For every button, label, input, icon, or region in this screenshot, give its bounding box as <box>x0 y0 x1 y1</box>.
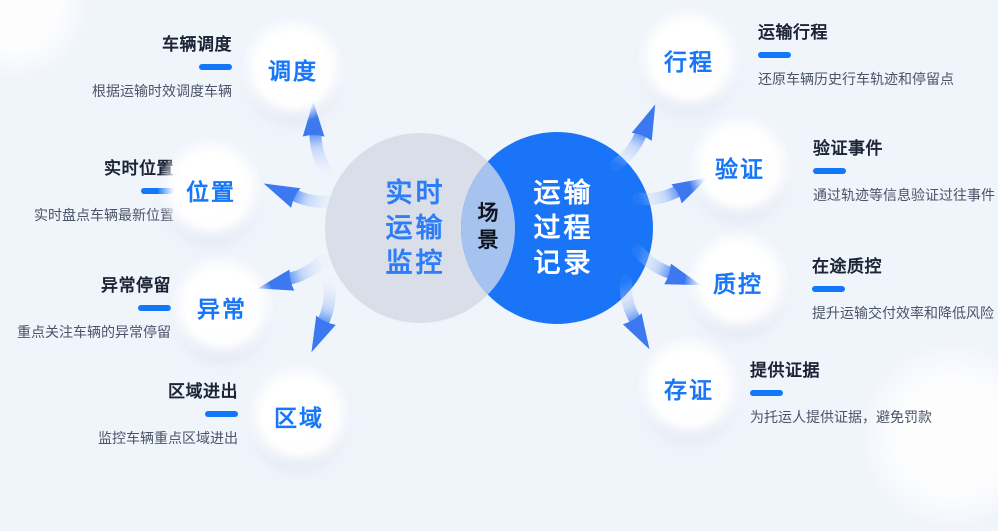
feature-description: 提升运输交付效率和降低风险 <box>812 305 994 321</box>
feature-text-block: 验证事件 通过轨迹等信息验证过往事件 <box>813 134 995 205</box>
background-deco-circle <box>0 0 90 80</box>
feature-node-circle: 验证 <box>687 114 793 220</box>
venn-left-title-line: 运输 <box>385 213 446 243</box>
feature-text-block: 在途质控 提升运输交付效率和降低风险 <box>812 252 994 323</box>
feature-description: 重点关注车辆的异常停留 <box>17 324 171 340</box>
feature-node-label: 区域 <box>274 405 324 431</box>
venn-left-title: 实时 运输 监控 <box>348 176 483 281</box>
feature-node-circle: 质控 <box>685 229 791 335</box>
feature-text-block: 运输行程 还原车辆历史行车轨迹和停留点 <box>758 18 954 89</box>
feature-description: 监控车辆重点区域进出 <box>98 430 238 446</box>
feature-title-underline <box>758 52 791 58</box>
feature-text-block: 实时位置 实时盘点车辆最新位置 <box>34 154 174 225</box>
feature-node-label: 调度 <box>268 58 318 84</box>
feature-description: 还原车辆历史行车轨迹和停留点 <box>758 71 954 87</box>
venn-left-title-line: 监控 <box>385 248 446 278</box>
feature-title: 区域进出 <box>168 382 238 401</box>
feature-node-circle: 异常 <box>169 254 275 360</box>
feature-title-underline <box>199 64 232 70</box>
feature-node-label: 行程 <box>664 49 714 75</box>
feature-title: 实时位置 <box>104 159 174 178</box>
feature-description: 为托运人提供证据，避免罚款 <box>750 409 932 425</box>
arrow-icon <box>619 275 650 350</box>
feature-text-block: 车辆调度 根据运输时效调度车辆 <box>92 30 232 101</box>
feature-title: 异常停留 <box>101 276 171 295</box>
arrow-icon <box>311 276 336 353</box>
feature-title-underline <box>205 411 238 417</box>
feature-description: 实时盘点车辆最新位置 <box>34 207 174 223</box>
feature-node-circle: 调度 <box>240 16 346 122</box>
feature-node-label: 位置 <box>186 179 236 205</box>
feature-title-underline <box>138 305 171 311</box>
feature-node-circle: 存证 <box>636 335 742 441</box>
feature-title: 验证事件 <box>813 139 883 158</box>
venn-right-title-line: 记录 <box>533 248 594 278</box>
feature-text-block: 异常停留 重点关注车辆的异常停留 <box>17 271 171 342</box>
feature-title: 在途质控 <box>812 257 882 276</box>
venn-right-title-line: 过程 <box>533 213 594 243</box>
arrow-icon <box>302 101 334 179</box>
venn-right-title-line: 运输 <box>533 178 594 208</box>
feature-title: 提供证据 <box>750 361 820 380</box>
venn-right-circle <box>461 132 653 324</box>
feature-title: 车辆调度 <box>162 35 232 54</box>
feature-node-circle: 区域 <box>246 363 352 469</box>
feature-node-label: 质控 <box>713 271 763 297</box>
venn-left-circle <box>325 133 515 323</box>
feature-node-circle: 位置 <box>158 137 264 243</box>
feature-description: 根据运输时效调度车辆 <box>92 83 232 99</box>
feature-text-block: 区域进出 监控车辆重点区域进出 <box>98 377 238 448</box>
venn-left-title-line: 实时 <box>385 178 446 208</box>
feature-title-underline <box>812 286 845 292</box>
arrow-icon <box>263 183 340 208</box>
venn-right-title: 运输 过程 记录 <box>496 176 631 281</box>
venn-diagram <box>325 132 653 324</box>
venn-overlap-label: 场 景 <box>466 200 510 254</box>
feature-title-underline <box>141 188 174 194</box>
feature-node-circle: 行程 <box>636 7 742 113</box>
feature-node-label: 验证 <box>715 156 765 182</box>
feature-description: 通过轨迹等信息验证过往事件 <box>813 187 995 203</box>
venn-overlap-label-char: 场 <box>477 202 499 225</box>
venn-overlap-label-char: 景 <box>477 229 499 252</box>
feature-title-underline <box>813 168 846 174</box>
arrow-icon <box>609 104 656 171</box>
feature-title: 运输行程 <box>758 23 828 42</box>
feature-node-label: 异常 <box>197 296 247 322</box>
feature-text-block: 提供证据 为托运人提供证据，避免罚款 <box>750 356 932 427</box>
feature-title-underline <box>750 390 783 396</box>
feature-node-label: 存证 <box>664 377 714 403</box>
